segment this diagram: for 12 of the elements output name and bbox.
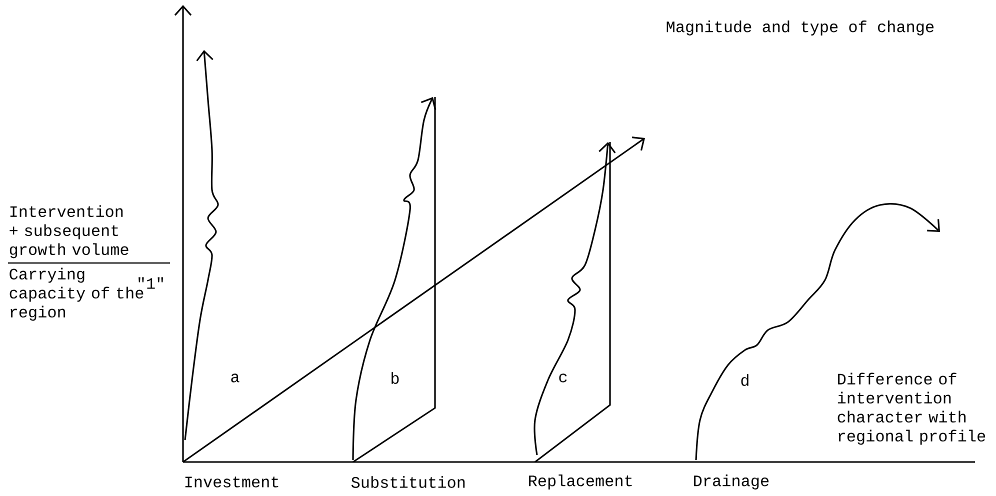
axis-label: Magnitude and type of change <box>666 20 934 36</box>
curve-label: d <box>741 374 748 386</box>
category-label: Replacement <box>529 474 632 490</box>
category-label: Drainage <box>694 474 769 490</box>
axis-label: Difference of intervention character with regional profile <box>838 372 986 445</box>
curve-label: b <box>392 372 399 384</box>
axis-label: Intervention + subsequent growth volume <box>10 205 128 258</box>
category-label: Substitution <box>351 476 465 488</box>
tick-label: "1" <box>138 277 164 289</box>
curve-label: a <box>231 374 240 382</box>
category-label: Investment <box>185 476 278 488</box>
curve-label: c <box>559 374 567 382</box>
